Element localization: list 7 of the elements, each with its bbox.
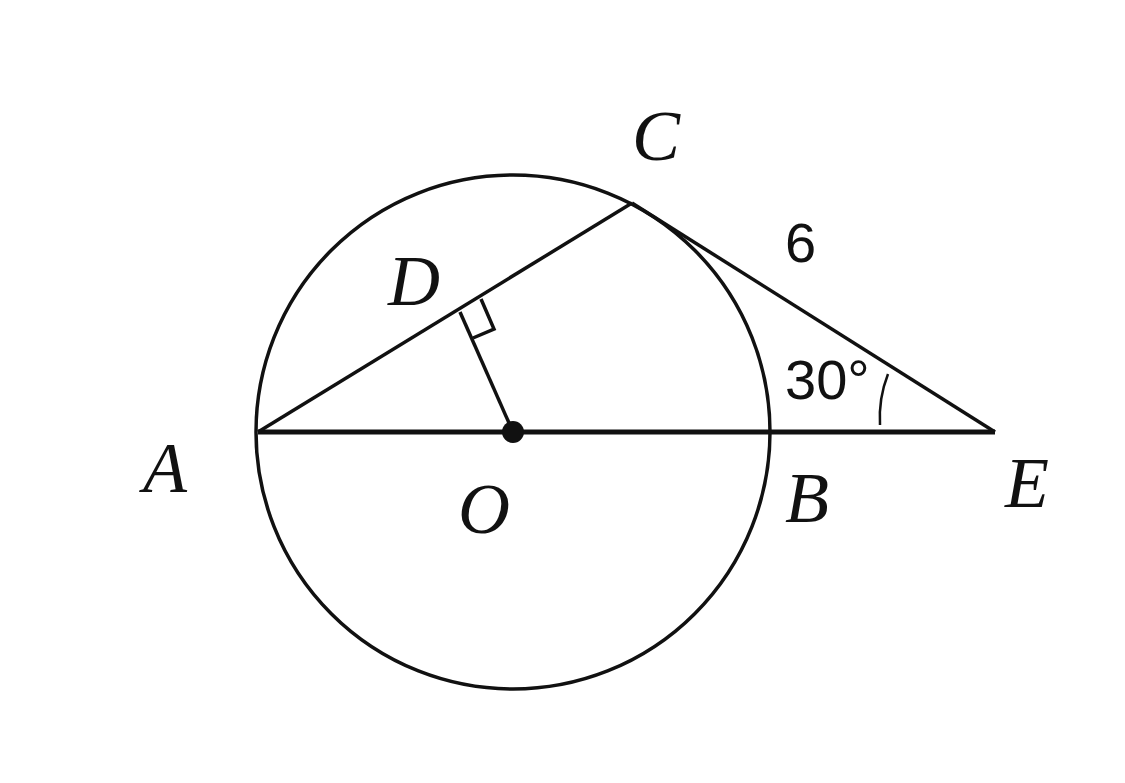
measure-label: 6 [785, 215, 817, 271]
point-label: E [1005, 447, 1049, 519]
point-label: O [458, 473, 510, 545]
point-label: B [785, 462, 829, 534]
point-label: C [632, 100, 681, 172]
measure-label: 30° [785, 352, 870, 408]
point-label: D [388, 245, 440, 317]
